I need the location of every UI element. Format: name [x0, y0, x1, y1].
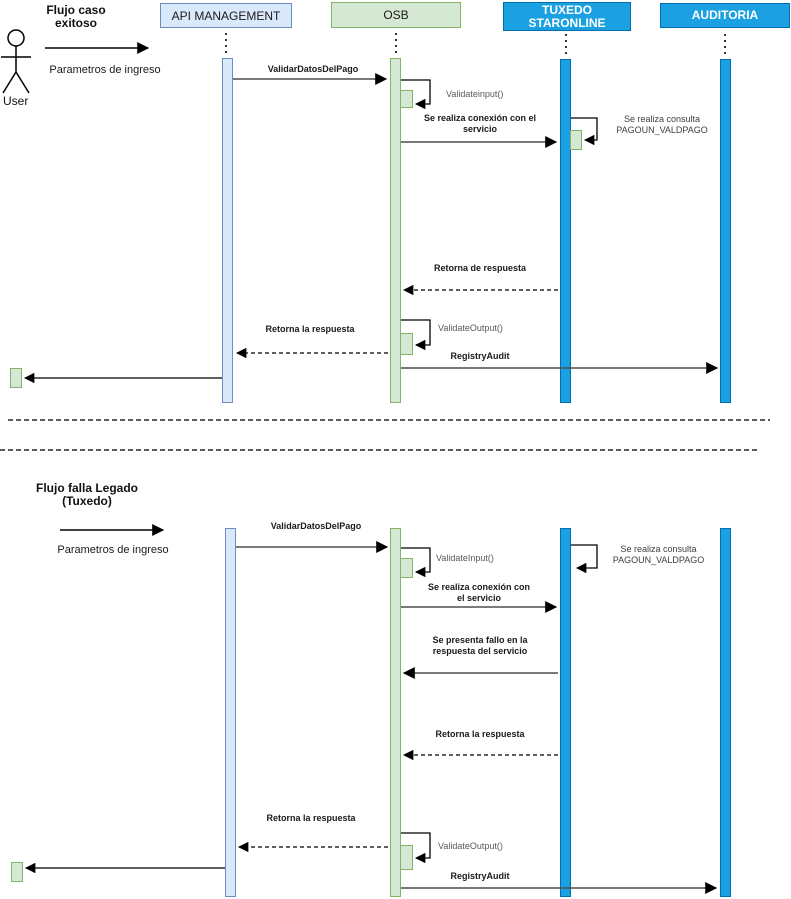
nested-activation-osb-validateinput-flow2 [400, 558, 413, 578]
flow1-label-registryaudit: RegistryAudit [450, 351, 510, 361]
activation-tuxedo-flow1 [560, 59, 571, 403]
lifeline-header-api-management: API MANAGEMENT [160, 3, 292, 28]
activation-osb-flow1 [390, 58, 401, 403]
flow2-label-validateoutput: ValidateOutput() [438, 841, 503, 851]
lifeline-header-tuxedo: TUXEDO STARONLINE [503, 2, 631, 31]
lifeline-header-auditoria-label: AUDITORIA [691, 8, 759, 22]
flow1-selfloop-consulta-pagoun [571, 117, 598, 146]
flow2-selfloop-validateoutput [401, 832, 431, 864]
flow1-label-validateinput: Validateinput() [446, 89, 504, 99]
activation-auditoria-flow1 [720, 59, 731, 403]
lifeline-header-auditoria: AUDITORIA [660, 3, 790, 28]
flow1-label-validateoutput: ValidateOutput() [438, 323, 503, 333]
lifeline-header-osb: OSB [331, 2, 461, 28]
lifeline-dotted-stubs [225, 33, 726, 57]
nested-activation-osb-validateoutput-flow1 [400, 333, 413, 355]
activation-api-flow1 [222, 58, 233, 403]
flow2-title: Flujo falla Legado (Tuxedo) [35, 481, 138, 508]
user-result-activation-flow2 [11, 862, 23, 882]
flow2-params-label: Parametros de ingreso [57, 544, 169, 556]
flow1-label-retorna-de-respuesta: Retorna de respuesta [433, 263, 527, 273]
flow1-title: Flujo caso exitoso [46, 3, 106, 30]
nested-activation-osb-validateinput-flow1 [400, 90, 413, 108]
activation-api-flow2 [225, 528, 236, 897]
flow2-label-validateinput: ValidateInput() [436, 553, 494, 563]
flow2-label-consulta-pagoun: Se realiza consulta PAGOUN_VALDPAGO [612, 544, 705, 565]
flow2-label-conexion-servicio: Se realiza conexión con el servicio [427, 582, 531, 603]
nested-activation-tuxedo-consulta-flow1 [570, 130, 582, 150]
flow2-label-validardatosdelpago: ValidarDatosDelPago [270, 521, 362, 531]
flow1-params-label: Parametros de ingreso [49, 64, 161, 76]
flow2-label-fallo-respuesta: Se presenta fallo en la respuesta del se… [432, 635, 528, 656]
flow2-selfloop-consulta-pagoun [571, 544, 598, 574]
user-actor-icon [1, 29, 31, 94]
flow1-label-conexion-servicio: Se realiza conexión con el servicio [423, 113, 537, 134]
lifeline-header-osb-label: OSB [383, 8, 409, 22]
user-actor-label: User [3, 94, 29, 108]
flow2-label-retorna-api: Retorna la respuesta [266, 813, 356, 823]
flow1-selfloop-validateinput [401, 79, 431, 110]
flow2-selfloop-validateinput [401, 547, 431, 578]
activation-tuxedo-flow2 [560, 528, 571, 897]
activation-osb-flow2 [390, 528, 401, 897]
flow2-label-registryaudit: RegistryAudit [450, 871, 510, 881]
flow1-label-validardatosdelpago: ValidarDatosDelPago [267, 64, 359, 74]
nested-activation-osb-validateoutput-flow2 [400, 845, 413, 870]
lifeline-header-tuxedo-label: TUXEDO STARONLINE [528, 2, 606, 30]
flow1-label-consulta-pagoun: Se realiza consulta PAGOUN_VALDPAGO [616, 114, 708, 135]
flow1-label-retorna-la-respuesta: Retorna la respuesta [265, 324, 355, 334]
activation-auditoria-flow2 [720, 528, 731, 897]
user-result-activation-flow1 [10, 368, 22, 388]
flow1-selfloop-validateoutput [401, 319, 431, 351]
lifeline-header-api-management-label: API MANAGEMENT [171, 8, 281, 23]
flow2-label-retorna-tuxedo: Retorna la respuesta [435, 729, 525, 739]
